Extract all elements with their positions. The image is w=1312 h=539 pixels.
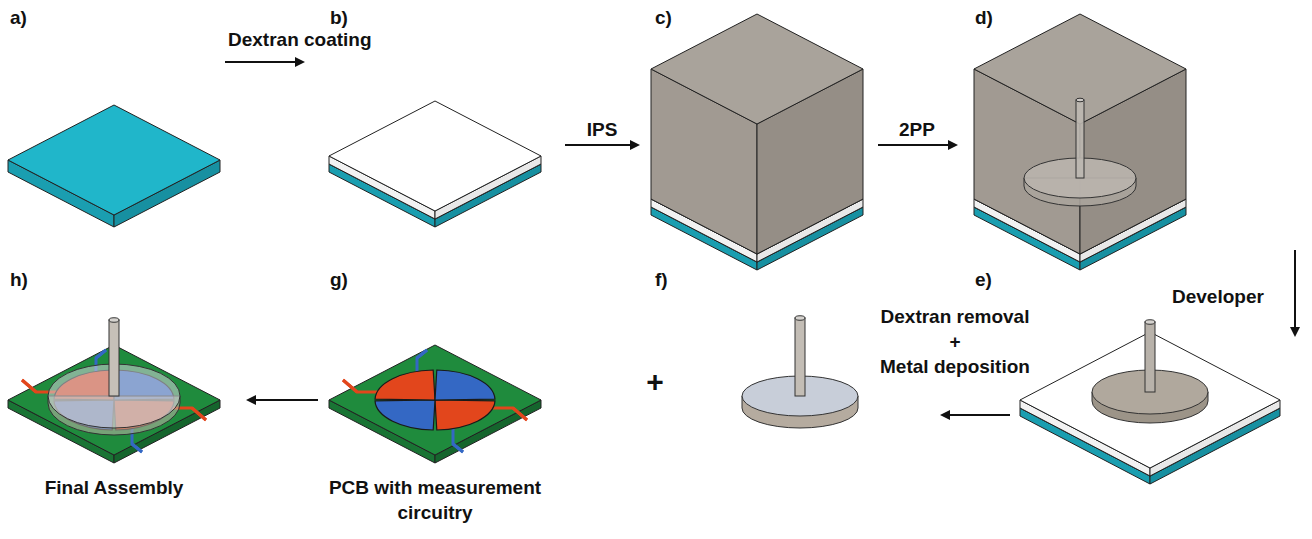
pcb-trace <box>343 380 357 392</box>
part-caption: Final Assembly <box>45 476 184 501</box>
pcb-trace <box>513 408 527 420</box>
substrate-top <box>8 105 220 215</box>
pcb-top <box>329 345 541 455</box>
step-arrow <box>248 399 318 401</box>
electrode-quadrant <box>435 370 495 400</box>
panel-letter: g) <box>330 268 348 293</box>
pcb-trace <box>96 350 106 358</box>
pcb-trace <box>22 380 36 392</box>
pillar <box>109 320 119 396</box>
pcb-trace <box>132 444 142 452</box>
step-label: + <box>949 330 960 355</box>
coated-substrate-top <box>329 101 541 211</box>
step-arrow <box>565 144 638 146</box>
pillar-top <box>109 318 119 323</box>
pillar-top <box>1076 98 1084 102</box>
panel-letter: a) <box>10 6 27 31</box>
pcb-trace <box>192 408 206 420</box>
panel-letter: d) <box>975 6 993 31</box>
step-label: Metal deposition <box>880 355 1030 380</box>
step-label: IPS <box>587 118 618 143</box>
plus-sign: + <box>646 362 664 401</box>
panel-letter: e) <box>975 268 992 293</box>
panel-letter: c) <box>655 6 672 31</box>
step-arrow <box>942 414 1010 416</box>
pillar <box>1076 100 1084 178</box>
part-caption: PCB with measurement circuitry <box>320 476 550 525</box>
electrode-quadrant <box>435 400 495 430</box>
step-label: 2PP <box>899 118 935 143</box>
pcb-trace <box>453 444 463 452</box>
step-label: Dextran removal <box>881 305 1030 330</box>
pillar-top <box>1145 320 1155 325</box>
pcb-trace <box>417 350 427 358</box>
electrode-quadrant <box>375 370 435 400</box>
step-arrow <box>225 61 303 63</box>
step-arrow <box>1294 250 1296 335</box>
panel-letter: f) <box>655 268 668 293</box>
step-label: Developer <box>1172 285 1264 310</box>
panel-letter: h) <box>10 268 28 293</box>
step-label: Dextran coating <box>228 28 372 53</box>
pillar <box>795 318 805 396</box>
step-arrow <box>878 144 956 146</box>
pillar <box>1145 322 1155 392</box>
electrode-quadrant <box>375 400 435 430</box>
resin-block-top <box>651 14 863 124</box>
pillar-top <box>795 316 805 321</box>
panel-letter: b) <box>330 6 348 31</box>
